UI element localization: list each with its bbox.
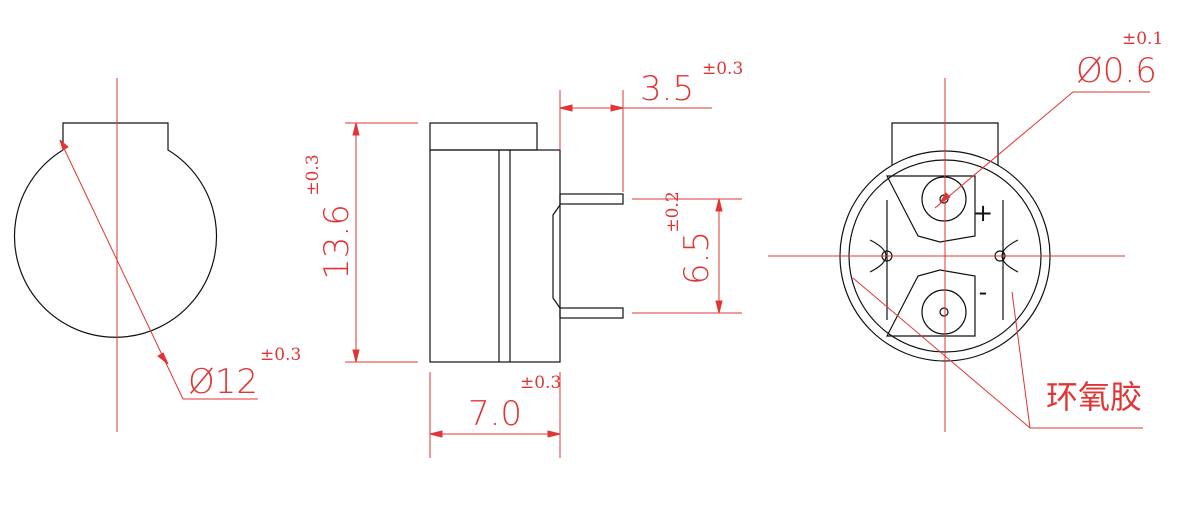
pin-diameter-value: Ø0.6 [1076,51,1157,91]
bottom-view-dimensions [768,78,1150,432]
side-view-pcb-notch [552,204,561,309]
pin-hole-positive [921,176,967,222]
depth-arrow-left [429,430,443,438]
pin-bottom [559,307,624,319]
pinlen-value: 3.5 [640,69,694,109]
height-tolerance: ±0.3 [303,154,323,195]
polarity-plus: + [973,199,993,227]
bottom-view-upper-land [886,175,976,243]
height-label: 13.6 [317,204,357,280]
height-arrow-bottom [352,349,360,363]
pin-positive [939,194,949,204]
diameter-leader-arrow-bottom [157,352,169,365]
pitch-arrow-top [715,198,723,212]
pitch-label: 6.5 [677,231,717,285]
pinlen-arrow-left [559,104,573,112]
polarity-minus: - [979,278,988,306]
depth-tolerance: ±0.3 [520,373,561,393]
pin-diameter-arrow [939,192,951,204]
side-view-body [429,149,561,363]
front-view-dimensions [59,78,258,432]
depth-arrow-right [547,430,561,438]
bottom-view-lower-land [886,269,976,337]
note-leader-2 [1011,291,1031,429]
depth-value: 7.0 [468,394,522,434]
pin-diameter-tolerance: ±0.1 [1122,29,1163,49]
side-view-tab [429,122,538,151]
side-view-dimensions [345,90,742,458]
height-tolerance-label: ±0.3 [303,154,323,195]
diameter-leader-arrow [59,139,69,151]
pin-diameter-leader [934,91,1074,209]
pinlen-arrow-right [610,104,624,112]
material-note: 环氧胶 [1046,378,1142,416]
pin-hole-negative [921,289,967,335]
front-view [13,122,218,338]
pitch-tolerance-label: ±0.2 [663,191,683,232]
pitch-value: 6.5 [677,231,717,285]
pinlen-tolerance: ±0.3 [702,59,743,79]
front-view-outline [13,122,218,338]
pitch-arrow-bottom [715,300,723,314]
note-leader-1 [852,277,1031,429]
pin-negative [939,307,949,317]
side-view [429,122,624,363]
diameter-value: Ø12 [188,362,258,402]
diameter-tolerance: ±0.3 [260,345,301,365]
height-value: 13.6 [317,204,357,280]
pin-top [559,193,624,205]
height-arrow-top [352,122,360,136]
pitch-tolerance: ±0.2 [663,191,683,232]
